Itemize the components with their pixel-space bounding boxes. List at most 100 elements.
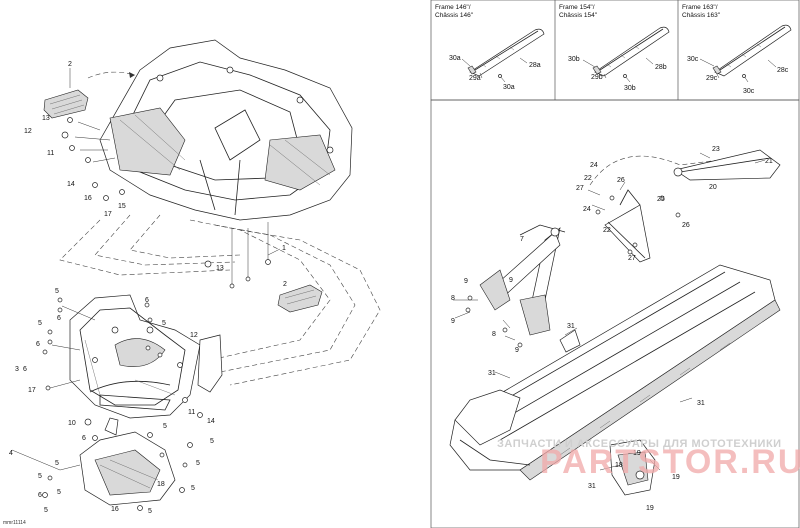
callout-30a-top: 30a [449,55,461,62]
callout-8-a: 8 [451,295,455,302]
callout-24-a: 24 [590,162,598,169]
callout-5-e: 5 [210,438,214,445]
callout-19-b: 19 [672,474,680,481]
tunnel-drawing [449,264,781,496]
callout-26-b: 26 [682,222,690,229]
diagram-code: mmr11114 [3,520,26,526]
watermark: ЗАПЧАСТИ И АКСЕССУАРЫ ДЛЯ МОТОТЕХНИКИ PA… [497,438,800,481]
callout-16-b: 16 [111,506,119,513]
rail-154-drawing [582,26,670,83]
callout-6-d: 6 [23,366,27,373]
callout-6-c: 6 [36,341,40,348]
callout-12-a: 12 [24,128,32,135]
frame154-header-1: Frame 154"/ [559,4,595,11]
callout-30b-bottom: 30b [624,85,636,92]
callout-4: 4 [9,450,13,457]
callout-31-d: 31 [588,483,596,490]
callout-19-a: 19 [633,450,641,457]
callout-14-a: 14 [67,181,75,188]
callout-26-a: 26 [617,177,625,184]
frame154-header-2: Châssis 154" [559,12,598,19]
callout-18: 18 [157,481,165,488]
callout-12-b: 12 [190,332,198,339]
callout-21: 21 [765,158,773,165]
frame163-header-1: Frame 163"/ [682,4,718,11]
callout-5-h: 5 [196,460,200,467]
callout-30c-top: 30c [687,56,699,63]
callout-9-c: 9 [451,318,455,325]
front-bulkhead-drawing [69,294,223,419]
callout-6-f: 6 [38,492,42,499]
footrest-right-drawing [277,284,323,313]
callout-6-e: 6 [82,435,86,442]
callout-31-b: 31 [488,370,496,377]
callout-22-a: 22 [584,175,592,182]
frame163-header-2: Châssis 163" [682,12,721,19]
callout-5-f: 5 [55,460,59,467]
callout-5-l: 5 [44,507,48,514]
callout-5-a: 5 [55,288,59,295]
callout-13-a: 13 [42,115,50,122]
lower-bracket-drawing [11,417,193,511]
callout-15: 15 [118,203,126,210]
watermark-line2: PARTSTOR.RU [540,443,800,481]
callout-29c: 29c [706,75,718,82]
callout-5-j: 5 [191,485,195,492]
callout-25: 25 [657,196,665,203]
callout-22-b: 22 [603,227,611,234]
callout-20: 20 [709,184,717,191]
callout-24-b: 24 [583,206,591,213]
callout-27-b: 27 [628,255,636,262]
callout-2-top: 2 [68,61,72,68]
callout-30b-top: 30b [568,56,580,63]
callout-1: 1 [282,245,286,252]
callout-28c: 28c [777,67,789,74]
callout-14-b: 14 [207,418,215,425]
callout-23: 23 [712,146,720,153]
callout-30c-bottom: 30c [743,88,755,95]
fasteners-left-cluster [61,117,125,201]
callout-5-g: 5 [38,473,42,480]
bolt-column-drawing [204,222,281,289]
callout-29a: 29a [469,75,481,82]
fasteners-bulkhead [42,297,203,418]
callout-10: 10 [68,420,76,427]
frame146-header-1: Frame 146"/ [435,4,471,11]
callout-3: 3 [15,366,19,373]
upper-chassis-drawing [87,39,353,221]
callout-28b: 28b [655,64,667,71]
callout-6-b: 6 [145,297,149,304]
callout-2-b: 2 [283,281,287,288]
callout-6-a: 6 [57,315,61,322]
footrest-left-drawing [43,68,89,119]
callout-9-d: 9 [515,347,519,354]
callout-17-b: 17 [28,387,36,394]
callout-13-b: 13 [216,265,224,272]
frame146-header-2: Châssis 146" [435,12,474,19]
rail-163-drawing [699,24,792,83]
callout-5-k: 5 [148,508,152,515]
callout-18-right: 18 [615,462,623,469]
callout-5-c: 5 [38,320,42,327]
callout-17-a: 17 [104,211,112,218]
callout-7: 7 [520,236,524,243]
callout-29b: 29b [591,74,603,81]
callout-28a: 28a [529,62,541,69]
assembly-routing-dashes [59,214,381,386]
watermark-line1: ЗАПЧАСТИ И АКСЕССУАРЫ ДЛЯ МОТОТЕХНИКИ [497,438,782,450]
callout-5-d: 5 [163,423,167,430]
callout-19-c: 19 [646,505,654,512]
callout-8-b: 8 [492,331,496,338]
callout-9-b: 9 [509,277,513,284]
rail-146-drawing [461,28,545,83]
frame-variant-boxes: Frame 146"/ Châssis 146" Frame 154"/ Châ… [430,0,800,528]
callout-31-c: 31 [697,400,705,407]
callout-30a-bottom: 30a [503,84,515,91]
callout-31-a: 31 [567,323,575,330]
callout-27-a: 27 [576,185,584,192]
callout-5-i: 5 [57,489,61,496]
right-callouts: 23 21 24 22 26 27 20 25 24 7 22 26 27 9 … [451,146,773,512]
callout-16-a: 16 [84,195,92,202]
